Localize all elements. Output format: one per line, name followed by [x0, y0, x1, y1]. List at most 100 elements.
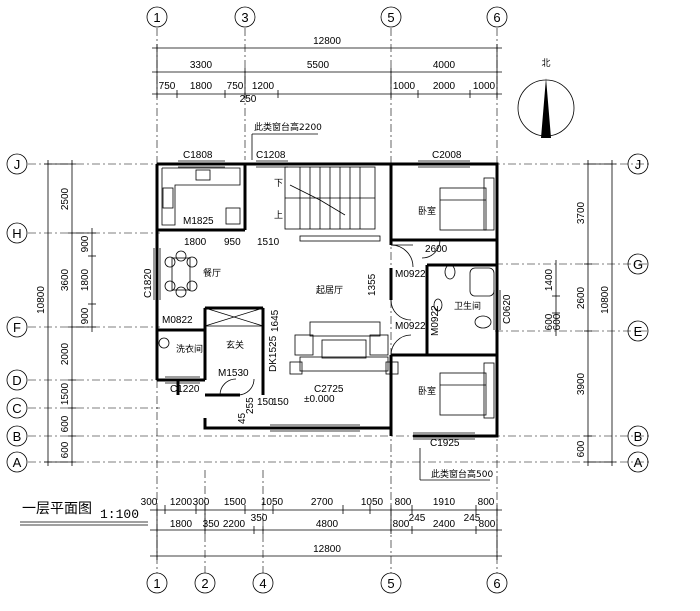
- axis-top-3: 3: [241, 10, 248, 25]
- dim-bot2-4800: 4800: [316, 519, 339, 530]
- label-1800: 1800: [184, 237, 207, 248]
- label-C1220: C1220: [170, 384, 200, 395]
- title-scale: 1:100: [100, 507, 139, 522]
- axis-bubbles-right: J G E B A: [627, 153, 649, 473]
- dim-bot-1500: 1500: [224, 497, 247, 508]
- label-DK1525: DK1525: [268, 335, 279, 372]
- laundry-fixtures: [158, 307, 264, 349]
- axis-right-J: J: [635, 157, 642, 172]
- axis-right-B: B: [634, 429, 643, 444]
- dim-bot2-800b: 800: [479, 519, 496, 530]
- dim-top-3300: 3300: [190, 60, 213, 71]
- dim-bot-300a: 300: [141, 497, 158, 508]
- dim-top-5500: 5500: [307, 60, 330, 71]
- label-950: 950: [224, 237, 241, 248]
- label-M1825: M1825: [183, 216, 214, 227]
- dim-bot2-1800: 1800: [170, 519, 193, 530]
- north-label: 北: [541, 58, 550, 69]
- dim-top-2000: 2000: [433, 81, 456, 92]
- dim-top-1800: 1800: [190, 81, 213, 92]
- windows: [153, 160, 501, 440]
- left-dimensions: 10800 2500 3600 2000 1500 600 600 900 18…: [36, 160, 96, 466]
- label-M0822: M0822: [162, 315, 193, 326]
- dim-bot-1910: 1910: [433, 497, 456, 508]
- axis-left-B: B: [13, 429, 22, 444]
- label-45: 45: [237, 412, 248, 424]
- label-C0620: C0620: [502, 294, 513, 324]
- label-C2725: C2725: [314, 384, 344, 395]
- axis-left-J: J: [14, 157, 21, 172]
- dim-top-1000a: 1000: [393, 81, 416, 92]
- sofa-set: [289, 321, 399, 375]
- dim-bot2-350b: 350: [251, 513, 268, 524]
- dim-bot-total: 12800: [313, 544, 341, 555]
- room-dining: 餐厅: [203, 267, 221, 279]
- dim-top-750a: 750: [159, 81, 176, 92]
- dim-right-3700: 3700: [576, 201, 587, 224]
- north-arrow: 北: [517, 58, 575, 138]
- dim-top-4000: 4000: [433, 60, 456, 71]
- room-bath: 卫生间: [454, 300, 481, 312]
- label-150a: 150: [272, 397, 289, 408]
- title-main: 一层平面图: [22, 501, 92, 517]
- room-foyer: 玄关: [226, 339, 244, 351]
- axis-bottom-4: 4: [259, 576, 266, 591]
- label-C1808: C1808: [183, 150, 213, 161]
- dim-bot2-2200: 2200: [223, 519, 246, 530]
- dim-top-750b: 750: [227, 81, 244, 92]
- dim-left-outer: 10800: [36, 286, 47, 314]
- dining-table: [164, 250, 198, 298]
- dim-left-2500: 2500: [60, 187, 71, 210]
- kitchen-fixtures: [161, 167, 241, 226]
- label-150b: 150: [257, 397, 274, 408]
- axis-right-E: E: [634, 324, 643, 339]
- walls: [155, 162, 499, 438]
- axis-right-A: A: [634, 455, 643, 470]
- label-M0922-b: M0922: [395, 321, 426, 332]
- dim-bot2-800a: 800: [393, 519, 410, 530]
- axis-left-D: D: [12, 373, 21, 388]
- dim-bot2-245b: 245: [464, 513, 481, 524]
- axis-bottom-5: 5: [387, 576, 394, 591]
- dim-bot-1200: 1200: [170, 497, 193, 508]
- axis-top-1: 1: [153, 10, 160, 25]
- label-M0922-c: M0922: [430, 305, 441, 336]
- dim-bot-1050b: 1050: [361, 497, 384, 508]
- axis-left-C: C: [12, 401, 21, 416]
- dim-top-1200: 1200: [252, 81, 275, 92]
- axis-bottom-1: 1: [153, 576, 160, 591]
- dim-bot-300b: 300: [193, 497, 210, 508]
- axis-bottom-6: 6: [493, 576, 500, 591]
- dim-bot-800b: 800: [478, 497, 495, 508]
- axis-right-G: G: [633, 257, 643, 272]
- axis-left-A: A: [13, 455, 22, 470]
- room-labels: 卧室 卧室 餐厅 起居厅 洗衣间 玄关 卫生间: [176, 205, 481, 397]
- dim-left-600a: 600: [60, 415, 71, 432]
- doors: [219, 239, 441, 396]
- bed-2: [439, 362, 495, 419]
- grid-lines: [28, 28, 650, 573]
- label-M0922-a: M0922: [395, 269, 426, 280]
- plan-title: 一层平面图 1:100: [20, 501, 148, 526]
- dim-top-total: 12800: [313, 36, 341, 47]
- dim-right-1400: 1400: [544, 268, 555, 291]
- dim-left-600b: 600: [60, 441, 71, 458]
- label-C1820: C1820: [143, 268, 154, 298]
- label-255: 255: [245, 397, 256, 414]
- top-dimensions: 12800 3300 5500 4000 750 1800 750 1200 1…: [152, 36, 502, 105]
- room-living: 起居厅: [316, 285, 343, 296]
- room-bedroom-1: 卧室: [418, 205, 436, 217]
- dim-left-1800: 1800: [80, 268, 91, 291]
- staircase: [284, 166, 381, 242]
- dim-right-outer: 10800: [600, 286, 611, 314]
- dim-left-900b: 900: [80, 307, 91, 324]
- note-sill-top: 此类窗台高2200: [254, 121, 322, 133]
- label-C1208: C1208: [256, 150, 286, 161]
- dim-bot2-2400: 2400: [433, 519, 456, 530]
- label-C1925: C1925: [430, 438, 460, 449]
- dim-left-2000: 2000: [60, 342, 71, 365]
- dim-right-3900: 3900: [576, 372, 587, 395]
- dim-bot2-350a: 350: [203, 519, 220, 530]
- axis-bottom-2: 2: [201, 576, 208, 591]
